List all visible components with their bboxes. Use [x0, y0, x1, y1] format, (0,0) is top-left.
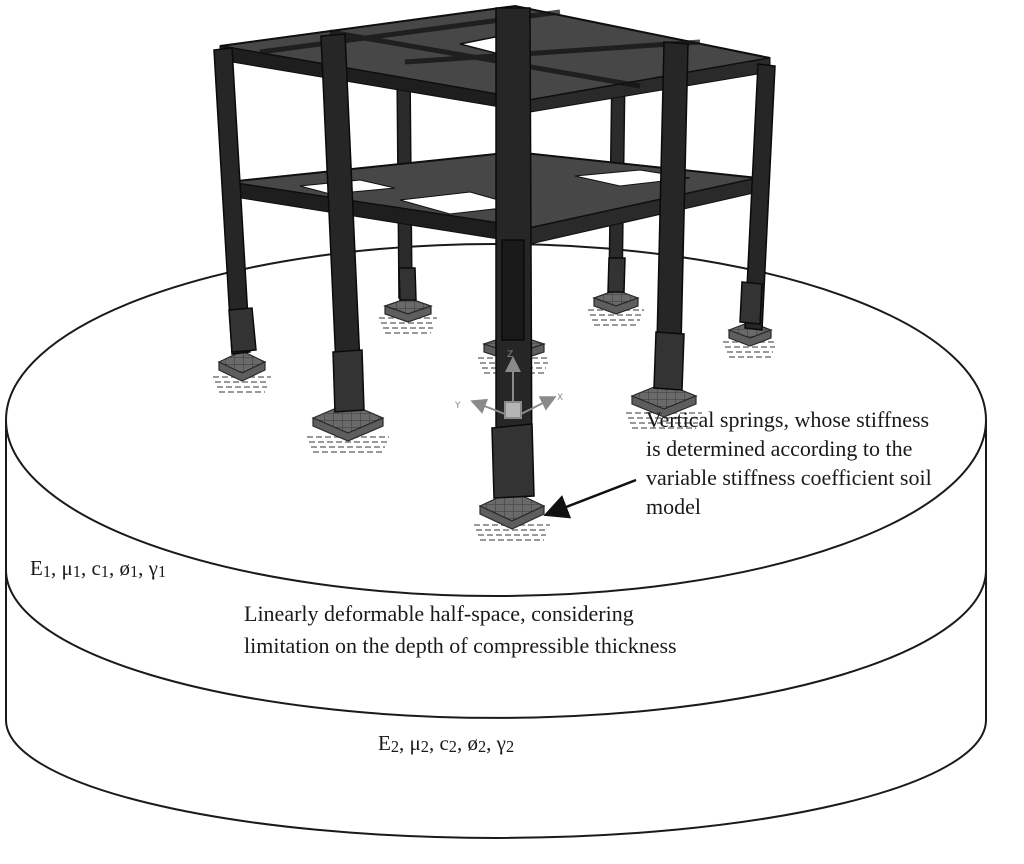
footing-back-left [383, 297, 433, 323]
layer1-c-sub: 1 [100, 561, 109, 581]
column-left-corner [213, 47, 251, 355]
front-columns [213, 7, 776, 495]
footing-left-corner [217, 350, 267, 382]
halfspace-line-1: Linearly deformable half-space, consider… [244, 601, 634, 626]
soil-cylinder [5, 243, 987, 839]
layer2-c: c [439, 731, 449, 755]
pedestal-back-right [607, 257, 626, 293]
soil-bottom-ellipse [5, 719, 987, 839]
column-back-center [501, 239, 525, 341]
springs-line-3: variable stiffness coefficient soil [646, 465, 932, 490]
springs-line-2: is determined according to the [646, 436, 913, 461]
layer1-E-sub: 1 [42, 561, 52, 581]
layer1-phi-sub: 1 [129, 561, 139, 581]
pedestal-back-left [398, 267, 417, 301]
layer2-E-sub: 2 [390, 736, 400, 756]
layer2-c-sub: 2 [448, 736, 457, 756]
axis-z-label: Z [507, 350, 513, 360]
springs-line-4: model [646, 494, 701, 519]
layer1-gamma-sub: 1 [157, 561, 167, 581]
layer2-phi: ø [467, 731, 478, 755]
layer2-phi-sub: 2 [477, 736, 487, 756]
layer1-mu-sub: 1 [72, 561, 81, 581]
layer2-gamma: γ [496, 731, 506, 755]
axis-y-label: Y [454, 401, 461, 411]
halfspace-description: Linearly deformable half-space, consider… [244, 598, 677, 662]
coordinate-axes-triad [470, 356, 557, 419]
layer1-phi: ø [119, 556, 130, 580]
triad-origin-cube [504, 401, 522, 419]
layer2-E: E [378, 731, 391, 755]
frame-structure [213, 4, 776, 499]
pedestal-center-front [491, 423, 535, 499]
pedestal-left-corner [228, 307, 257, 353]
roof-slab [219, 4, 771, 113]
layer2-parameters: E2, μ2, c2, ø2, γ2 [378, 731, 515, 756]
layer1-mu: μ [61, 556, 73, 580]
springs-line-1: Vertical springs, whose stiffness [646, 407, 930, 432]
layer1-c: c [91, 556, 101, 580]
column-right-corner [744, 63, 776, 331]
springs-description: Vertical springs, whose stiffness is det… [646, 405, 1006, 521]
pedestal-left-mid [332, 349, 365, 413]
layer1-parameters: E1, μ1, c1, ø1, γ1 [30, 556, 167, 581]
layer2-mu-sub: 2 [420, 736, 429, 756]
layer2-mu: μ [409, 731, 421, 755]
axis-y [470, 398, 506, 415]
pedestal-right-corner [739, 281, 763, 325]
soil-layer-boundary [5, 569, 987, 719]
pointer-arrow-icon [543, 478, 637, 519]
halfspace-line-2: limitation on the depth of compressible … [244, 633, 677, 658]
column-pedestals [228, 257, 763, 499]
layer1-E: E [30, 556, 43, 580]
axis-x-label: X [557, 393, 563, 403]
pedestal-right-mid [653, 331, 685, 391]
layer2-gamma-sub: 2 [505, 736, 515, 756]
footing-left-mid [311, 402, 385, 442]
layer1-gamma: γ [148, 556, 158, 580]
axis-x [520, 396, 557, 415]
